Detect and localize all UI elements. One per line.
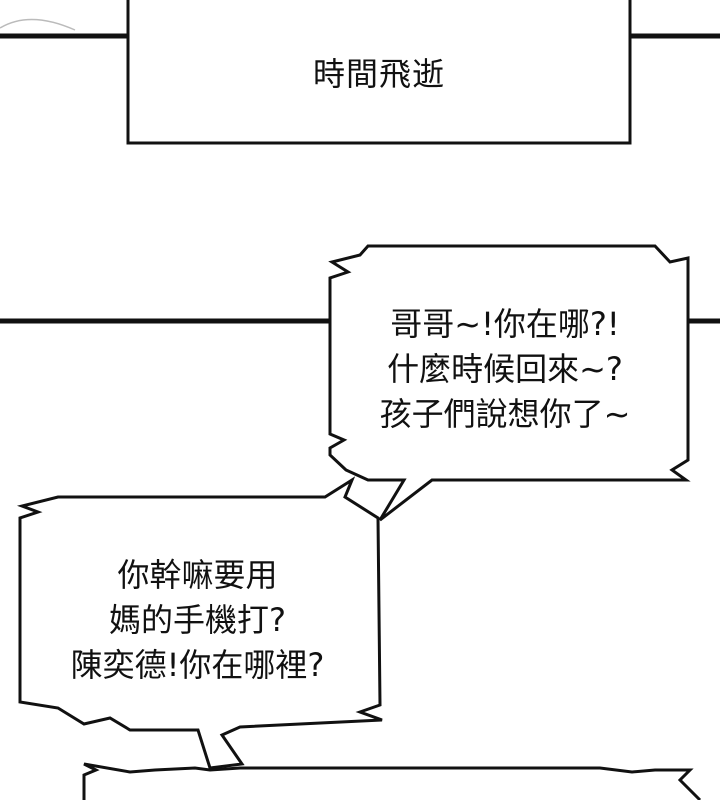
speech-bubble-b-text: 你幹嘛要用 媽的手機打? 陳奕德!你在哪裡? [20,553,375,688]
speech-bubble-c [82,762,702,800]
speech-bubble-b [16,476,383,770]
caption-box-text: 時間飛逝 [312,54,445,93]
sketch-stroke [0,18,76,31]
speech-bubble-a-text: 哥哥~!你在哪?! 什麼時候回來~? 孩子們說想你了~ [330,302,680,437]
bubble-b-line: 陳奕德!你在哪裡? [70,646,325,684]
caption-box [126,0,632,145]
bubble-b-line: 你幹嘛要用 [117,556,278,594]
speech-bubble-a [328,244,691,522]
bubble-a-line: 什麼時候回來~? [387,350,623,388]
bubble-a-line: 哥哥~!你在哪?! [390,305,620,343]
bubble-a-line: 孩子們說想你了~ [379,395,631,433]
bubble-b-line: 媽的手機打? [109,601,286,639]
